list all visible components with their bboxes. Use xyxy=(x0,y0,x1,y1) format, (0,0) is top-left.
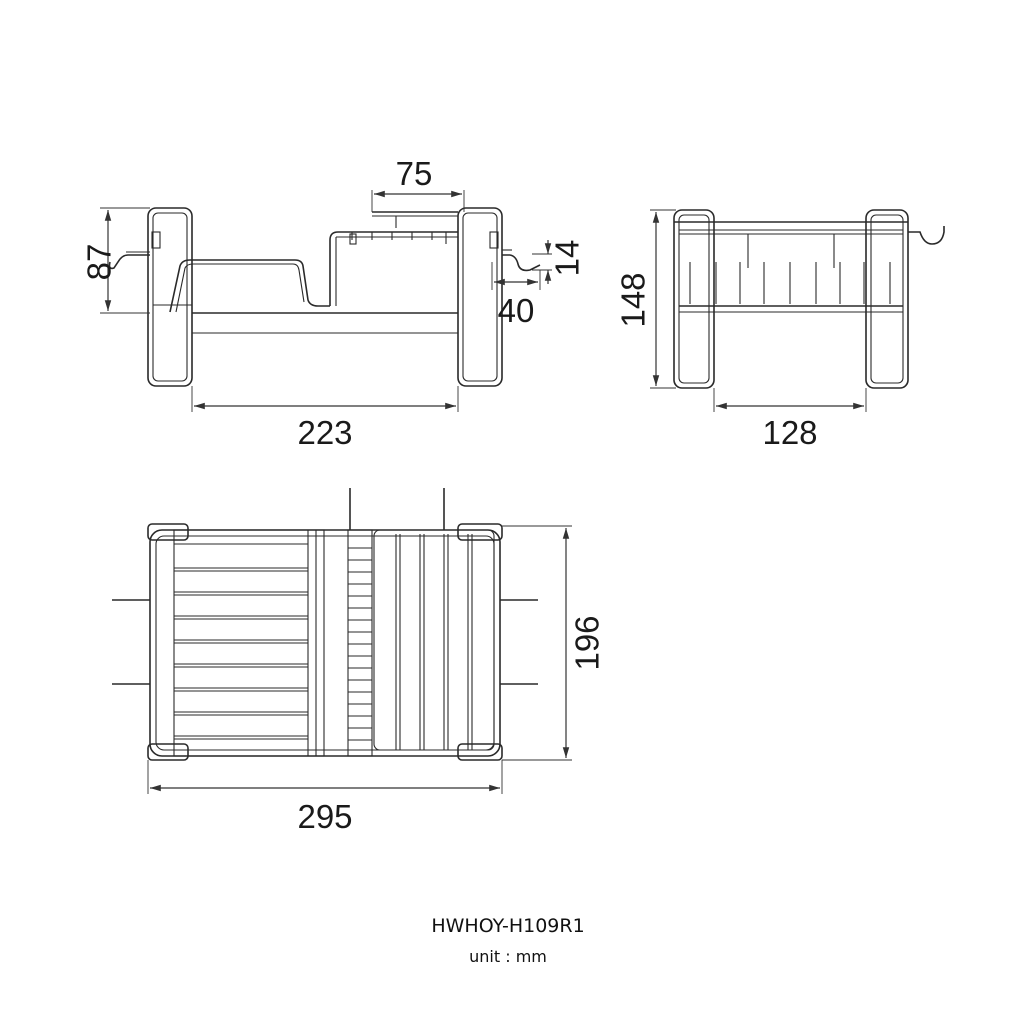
plan-hooks xyxy=(112,599,538,685)
end-right-frame xyxy=(865,209,909,389)
top-shelf-label: 75 xyxy=(396,155,433,192)
plan-outer-frame xyxy=(149,529,501,757)
end-height-label: 148 xyxy=(615,272,652,327)
end-left-frame xyxy=(673,209,715,389)
side-length-label: 223 xyxy=(297,414,352,451)
side-right-frame xyxy=(457,207,503,387)
plan-basket-wires xyxy=(174,543,308,740)
unit-label: unit : mm xyxy=(469,947,547,966)
hook-height-label: 14 xyxy=(549,240,586,277)
hook-length-label: 40 xyxy=(498,292,535,329)
side-height-label: 87 xyxy=(81,244,118,281)
side-left-frame xyxy=(147,207,193,387)
model-code: HWHOY-H109R1 xyxy=(431,915,584,937)
plan-depth-label: 196 xyxy=(569,615,606,670)
plan-view: 196 295 xyxy=(112,488,606,835)
plan-length-label: 295 xyxy=(297,798,352,835)
end-width-label: 128 xyxy=(762,414,817,451)
side-view: 87 75 14 40 223 xyxy=(81,155,586,451)
end-view: 148 128 xyxy=(615,209,945,451)
